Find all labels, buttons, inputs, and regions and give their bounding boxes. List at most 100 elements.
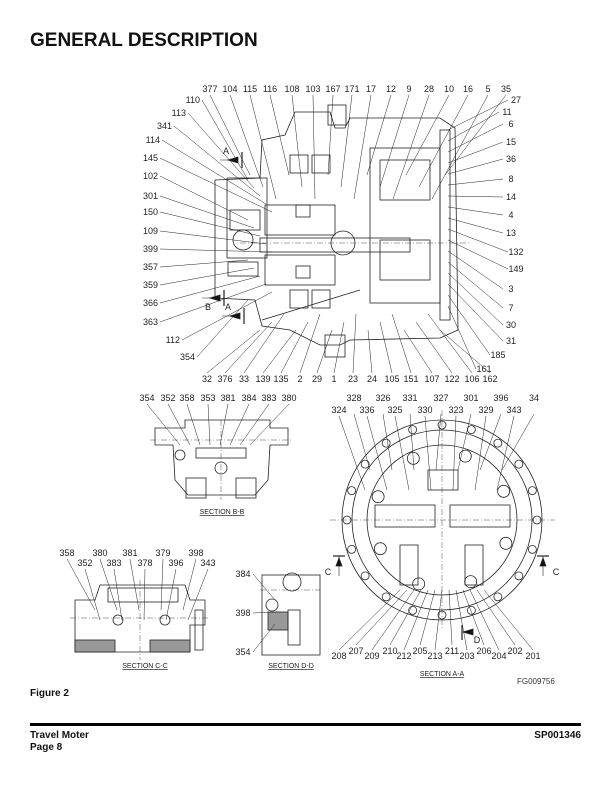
leader-line [418, 94, 469, 188]
leader-line [427, 313, 473, 374]
leader-line [312, 94, 316, 200]
section-aa-bolt-hole [466, 425, 476, 435]
leader-line [161, 139, 267, 205]
callout-357: 357 [143, 262, 158, 272]
callout-383: 383 [106, 558, 121, 568]
section-aa-caption: SECTION A-A [420, 671, 465, 678]
leader-line [252, 611, 276, 614]
leader-line [447, 261, 504, 309]
brake-link [261, 289, 361, 321]
leader-line [291, 94, 303, 188]
leader-line [187, 112, 255, 189]
callout-115: 115 [243, 84, 257, 94]
leader-line [434, 589, 443, 651]
callout-185: 185 [490, 350, 505, 360]
leader-line [129, 558, 140, 611]
leader-line [143, 568, 146, 621]
callout-23: 23 [348, 374, 358, 384]
bearing-top-1 [289, 154, 309, 174]
document-title: Travel Moter [30, 730, 89, 741]
leader-line [389, 589, 422, 646]
leader-line [366, 94, 392, 176]
callout-135: 135 [273, 374, 288, 384]
leader-line [327, 94, 334, 176]
callout-363: 363 [143, 317, 158, 327]
section-marker-a-bottom: A [225, 302, 231, 312]
callout-377: 377 [202, 84, 217, 94]
section-cc-port-left [112, 614, 124, 626]
section-bb-body [154, 419, 289, 496]
leader-line [160, 558, 164, 611]
callout-343: 343 [506, 405, 521, 415]
leader-line [196, 299, 249, 358]
cylinder-block-upper [264, 204, 336, 236]
callout-27: 27 [511, 95, 521, 105]
leader-line [419, 589, 436, 646]
callout-30: 30 [506, 320, 516, 330]
leader-line [338, 415, 366, 491]
callout-352: 352 [77, 558, 92, 568]
callout-398: 398 [235, 608, 250, 618]
callout-379: 379 [155, 548, 170, 558]
leader-line [249, 403, 290, 446]
section-aa-bolt-hole [493, 438, 503, 448]
section-aa-inner-bolt [406, 451, 420, 465]
section-aa-bolt-hole [514, 459, 524, 469]
bearing-top-2 [311, 154, 331, 174]
leader-line [249, 94, 277, 200]
callout-108: 108 [284, 84, 299, 94]
callout-5: 5 [485, 84, 490, 94]
leader-line [447, 228, 509, 253]
callout-343: 343 [200, 558, 215, 568]
section-aa-bolt-hole [527, 486, 537, 496]
callout-353: 353 [200, 393, 215, 403]
section-aa-bolt-hole [408, 605, 418, 615]
motor-housing [214, 111, 459, 346]
callout-384: 384 [241, 393, 256, 403]
section-c-right-arrow [539, 556, 547, 567]
section-marker-b: B [205, 302, 211, 312]
port-circle [232, 229, 254, 251]
leader-line [366, 415, 388, 491]
section-bb-port-left [185, 477, 207, 499]
callout-376: 376 [217, 374, 232, 384]
leader-line [424, 415, 432, 491]
callout-167: 167 [325, 84, 340, 94]
callout-32: 32 [202, 374, 212, 384]
leader-line [167, 403, 191, 446]
section-dd-plug [265, 598, 279, 612]
spring-bottom [295, 265, 311, 279]
callout-105: 105 [384, 374, 399, 384]
callout-205: 205 [412, 646, 427, 656]
leader-line [299, 313, 321, 374]
leader-line [447, 123, 504, 153]
leader-line [447, 250, 504, 290]
section-aa-cartridge-right [464, 544, 484, 586]
leader-line [201, 99, 249, 181]
section-aa-cartridge-left [399, 544, 419, 586]
callout-145: 145 [143, 153, 158, 163]
leader-line [182, 558, 197, 611]
leader-line [159, 230, 267, 245]
section-cc-hatch-left [74, 639, 116, 653]
callout-396: 396 [493, 393, 508, 403]
section-dd-body [261, 574, 321, 656]
leader-line [457, 413, 472, 471]
leader-line [352, 313, 357, 374]
callout-109: 109 [143, 226, 158, 236]
page-title: GENERAL DESCRIPTION [30, 30, 258, 51]
callout-324: 324 [331, 405, 346, 415]
callout-204: 204 [491, 651, 506, 661]
callout-150: 150 [143, 207, 158, 217]
callout-149: 149 [508, 264, 523, 274]
cylinder-block-lower [264, 254, 336, 286]
section-aa-bolt-hole [514, 571, 524, 581]
section-aa-bolt-hole [360, 571, 370, 581]
callout-6: 6 [508, 119, 513, 129]
callout-210: 210 [382, 646, 397, 656]
leader-line [159, 275, 261, 304]
leader-line [447, 111, 500, 142]
section-dd-caption: SECTION D-D [268, 663, 314, 670]
section-aa-inner-bolt [499, 536, 513, 550]
